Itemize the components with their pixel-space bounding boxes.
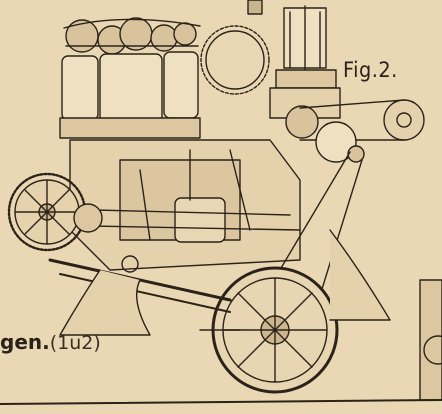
cylinder-housings [59,51,201,139]
left-gear [7,172,103,252]
caption-bold-text: gen. [0,330,50,354]
right-edge-part [419,279,442,401]
bottom-rule [0,399,442,405]
saw-blade [200,25,270,95]
machine-body [69,139,301,271]
figure-caption: gen.(1u2) [0,330,101,354]
figure-label: Fig.2. [343,58,398,82]
top-gears [63,17,201,55]
valve-column [247,0,341,139]
base-frame [48,229,391,336]
caption-rest-text: (1u2) [49,332,101,354]
